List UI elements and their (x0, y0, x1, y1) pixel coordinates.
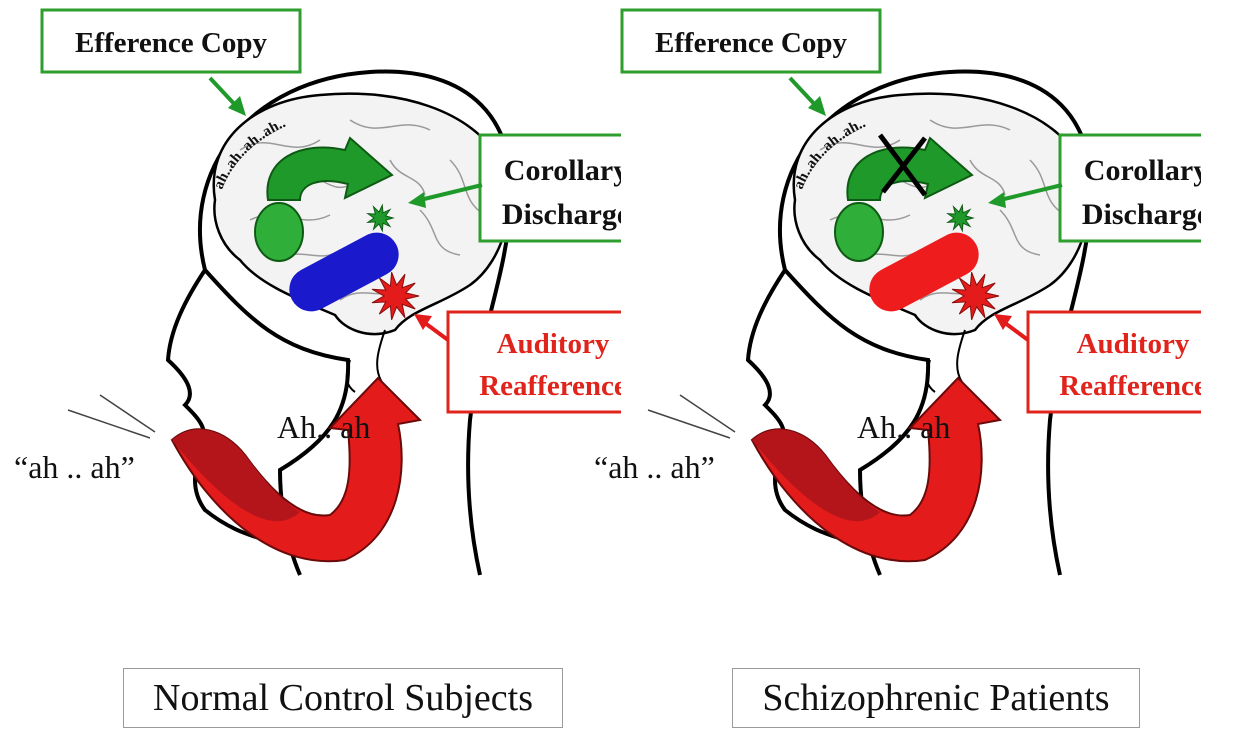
efference-copy-label: Efference Copy (75, 27, 267, 59)
caption-normal-text: Normal Control Subjects (153, 676, 533, 720)
panel-schizophrenic: Efference Copyah..ah..ah..ah..CorollaryD… (580, 0, 1201, 731)
caption-schizophrenic-text: Schizophrenic Patients (762, 676, 1109, 720)
speech-line-icon (648, 410, 730, 438)
reafference-label-line2: Reafference (1059, 370, 1201, 402)
corollary-label-line2: Discharge (1082, 198, 1201, 231)
speech-line-icon (100, 395, 155, 432)
heard-speech-text: Ah.. ah (277, 409, 370, 445)
caption-schizophrenic: Schizophrenic Patients (732, 668, 1140, 728)
speech-line-icon (68, 410, 150, 438)
panel-normal: Efference Copyah..ah..ah..ah..CorollaryD… (0, 0, 621, 731)
spoken-speech-text: “ah .. ah” (594, 449, 715, 485)
efference-copy-label: Efference Copy (655, 27, 847, 59)
motor-area-icon (255, 203, 303, 261)
spoken-speech-text: “ah .. ah” (14, 449, 135, 485)
heard-speech-text: Ah.. ah (857, 409, 950, 445)
speech-line-icon (680, 395, 735, 432)
caption-normal: Normal Control Subjects (123, 668, 563, 728)
reafference-label-line1: Auditory (1077, 328, 1190, 360)
reafference-arrow-line-icon (425, 323, 448, 340)
reafference-arrow-line-icon (1005, 323, 1028, 340)
corollary-label-line1: Corollary (1084, 154, 1201, 187)
motor-area-icon (835, 203, 883, 261)
